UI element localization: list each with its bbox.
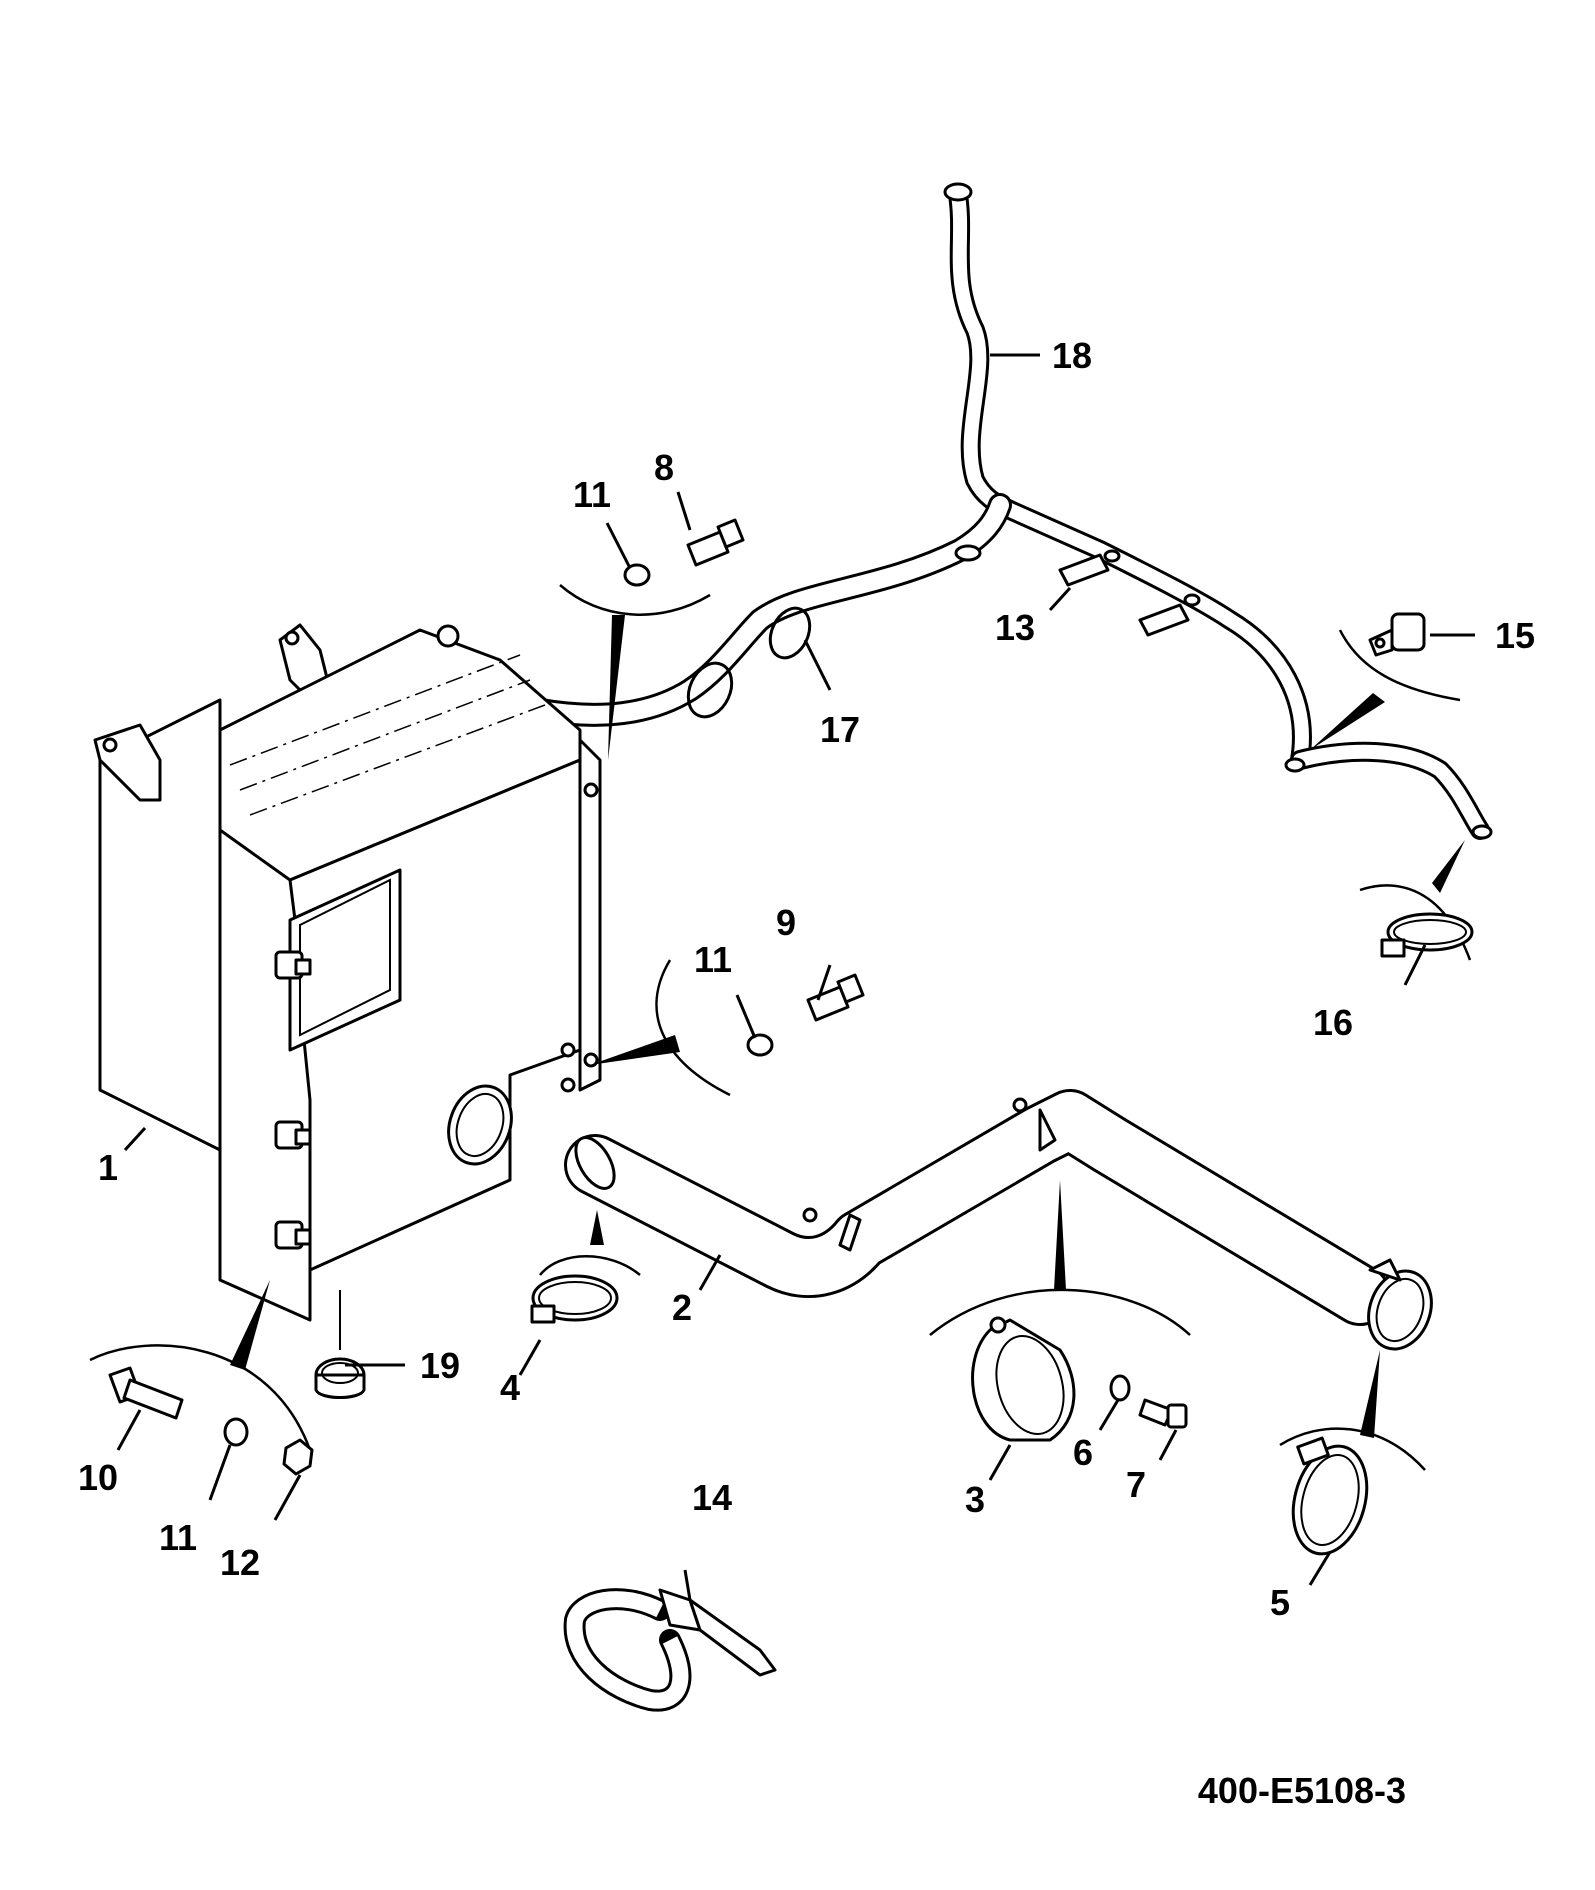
callout-1: 1 xyxy=(98,1147,118,1188)
washer-part-11 xyxy=(623,563,651,587)
detail-arc xyxy=(539,1255,641,1276)
detail-arc xyxy=(1338,629,1461,702)
cable-tie-part-14 xyxy=(563,1588,777,1712)
callout-11-bottom: 11 xyxy=(159,1517,197,1558)
detail-arc xyxy=(929,1288,1191,1336)
callout-14: 14 xyxy=(692,1477,732,1518)
nut-part-12 xyxy=(282,1438,314,1476)
callout-10: 10 xyxy=(78,1457,118,1498)
drawing-reference-code: 400-E5108-3 xyxy=(1198,1770,1406,1811)
callout-5: 5 xyxy=(1270,1582,1290,1623)
hose-clamp-part-16 xyxy=(1380,912,1474,958)
callout-9: 9 xyxy=(776,902,796,943)
callout-17: 17 xyxy=(820,709,860,750)
tank-fitting xyxy=(274,1120,312,1150)
callout-16: 16 xyxy=(1313,1002,1353,1043)
clip-part-15 xyxy=(1368,612,1426,657)
callout-8: 8 xyxy=(654,447,674,488)
leader-lines xyxy=(116,353,1475,1601)
vent-hose-part-18 xyxy=(943,182,1493,840)
detail-pointers xyxy=(230,615,1465,1438)
washer-part-11 xyxy=(223,1417,249,1447)
callout-4: 4 xyxy=(500,1367,520,1408)
detail-arc xyxy=(1279,1427,1426,1471)
hose-clamp-part-5 xyxy=(1291,1436,1369,1556)
overflow-hose-part-17 xyxy=(528,493,1012,727)
plug-part-19 xyxy=(314,1357,366,1399)
bolt-part-8 xyxy=(686,518,745,567)
hose-bracket-part-13 xyxy=(1058,549,1306,773)
washer-part-6 xyxy=(1109,1374,1131,1402)
hose-clamp-part-4 xyxy=(530,1274,619,1324)
callout-18: 18 xyxy=(1052,335,1092,376)
callout-19: 19 xyxy=(420,1345,460,1386)
callout-15: 15 xyxy=(1495,615,1535,656)
detail-arc xyxy=(559,584,711,616)
expansion-tank-part-1 xyxy=(93,623,602,1350)
callout-6: 6 xyxy=(1073,1432,1093,1473)
clamp-band-part-3 xyxy=(971,1316,1076,1442)
callout-11-middle: 11 xyxy=(694,939,732,980)
callout-13: 13 xyxy=(995,607,1035,648)
bolt-part-9 xyxy=(806,973,865,1022)
bolt-part-7 xyxy=(1138,1398,1188,1429)
callout-3: 3 xyxy=(965,1479,985,1520)
tank-fitting xyxy=(274,950,312,980)
callout-labels: 1 2 3 4 5 6 7 8 9 10 11 11 11 12 13 14 1… xyxy=(78,335,1535,1623)
callout-7: 7 xyxy=(1126,1464,1146,1505)
tank-fitting xyxy=(274,1220,312,1250)
coolant-pipe-part-2 xyxy=(564,1089,1433,1351)
callout-2: 2 xyxy=(672,1287,692,1328)
callout-11-top: 11 xyxy=(573,474,611,515)
callout-12: 12 xyxy=(220,1542,260,1583)
detail-arc xyxy=(655,959,731,1097)
washer-part-11 xyxy=(746,1033,774,1057)
detail-arc xyxy=(89,1344,312,1451)
bolt-part-10 xyxy=(108,1366,184,1420)
